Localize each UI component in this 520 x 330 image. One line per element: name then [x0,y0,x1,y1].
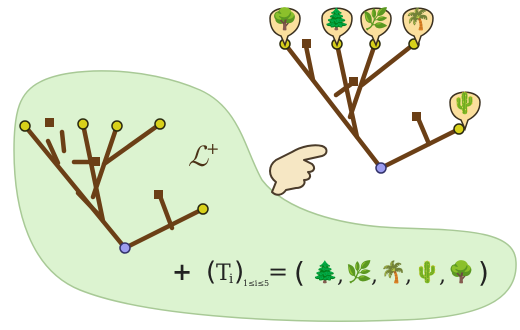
branch-stub [154,190,163,199]
operator-symbol: ℒ [188,140,209,173]
green-region [13,70,517,322]
bubble: 🌿 [360,6,392,48]
bubble-group: 🌳 🌲 🌿 🌴 🌵 [269,6,481,132]
branch [59,129,67,154]
tuple-separator: , [439,263,446,288]
leaf-node [154,118,166,130]
deciduous-tree-icon: 🌳 [272,6,298,31]
tuple-separator: , [405,263,412,288]
tuple-close-paren: ) [478,256,489,289]
herb-icon: 🌿 [346,259,372,284]
pointing-hand-icon [269,144,328,196]
leaf-node [197,203,209,215]
branch [347,41,378,120]
evergreen-tree-icon: 🌲 [324,6,350,31]
formula-open-paren: ( [206,257,216,287]
herb-icon: 🌿 [363,6,389,31]
evergreen-tree-icon: 🌲 [312,259,338,284]
branch [282,41,384,171]
branch [334,41,360,140]
branch [75,190,102,218]
tuple-items: 🌲,🌿,🌴,🌵,🌳 [312,259,474,288]
palm-tree-icon: 🌴 [405,6,431,31]
formula-index-range: 1≤i≤5 [243,279,269,288]
bubble: 🌳 [269,6,301,48]
operator-superscript: + [206,139,219,158]
root-node [119,242,131,254]
branch [303,43,316,83]
tuple-separator: , [371,263,378,288]
branch [122,206,206,251]
branch [45,138,61,166]
leaf-node [453,123,465,135]
tuple-separator: , [337,263,344,288]
branch [359,41,417,88]
formula: + ( T i ) 1≤i≤5 = ( 🌲,🌿,🌴,🌵,🌳 ) [172,256,489,289]
formula-close-paren: ) [234,257,244,287]
branch-stub [349,77,358,86]
branch [80,121,106,224]
branch [101,121,163,167]
operator-label: ℒ + [188,139,219,173]
formula-equals: = [268,258,288,286]
cactus-icon: 🌵 [452,90,478,115]
formula-t-sub: i [229,272,233,287]
bubble: 🌵 [449,90,481,132]
leaf-node [77,118,89,130]
cactus-icon: 🌵 [414,259,440,284]
bubble: 🌴 [402,6,434,48]
branch-stub [91,157,100,166]
left-tree [19,118,209,254]
formula-prefix: + [172,257,192,286]
branch [157,193,175,231]
branch-stub [302,39,311,48]
branch [415,115,432,147]
branch-stub [412,112,421,121]
root-node [375,162,387,174]
branch-stub [45,118,54,127]
formula-t: T [216,261,231,286]
tuple-open-paren: ( [294,256,305,289]
leaf-node [19,120,31,132]
palm-tree-icon: 🌴 [380,259,406,284]
bubble: 🌲 [321,6,353,48]
branch [22,123,128,251]
leaf-node [111,120,123,132]
branch [378,126,462,171]
deciduous-tree-icon: 🌳 [448,259,474,284]
